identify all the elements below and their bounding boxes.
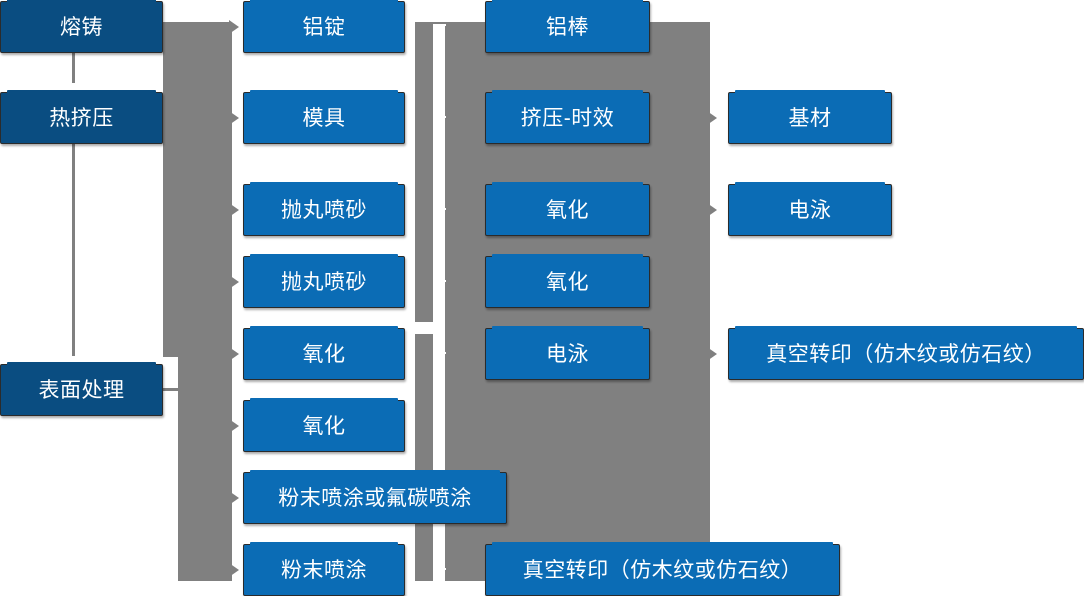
arrow-to-output-3 <box>707 347 717 361</box>
process-box-oxidation-2[interactable]: 氧化 <box>485 254 650 308</box>
process-box-electrophoresis[interactable]: 电泳 <box>485 326 650 380</box>
step-box-aluminium-ingot[interactable]: 铝锭 <box>243 0 405 53</box>
arrow-to-step-3 <box>229 203 239 217</box>
arrow-to-step-5 <box>229 347 239 361</box>
process-box-vacuum-transfer-print[interactable]: 真空转印（仿木纹或仿石纹） <box>485 542 840 596</box>
connector-left-notch <box>163 357 178 384</box>
process-box-aluminium-bar[interactable]: 铝棒 <box>485 0 650 53</box>
connector-spine-left-narrow <box>178 357 232 581</box>
process-box-extrusion-aging[interactable]: 挤压-时效 <box>485 90 650 144</box>
tick-mid-4 <box>433 280 446 282</box>
tick-mid-5 <box>433 352 446 354</box>
connector-spine-mid-rail <box>415 22 433 322</box>
step-box-powder-coating[interactable]: 粉末喷涂 <box>243 542 405 596</box>
tick-mid-1 <box>433 24 446 26</box>
connector-spine-right <box>690 22 710 581</box>
connector-mid-channel <box>433 26 445 116</box>
step-box-shot-blasting-2[interactable]: 抛丸喷砂 <box>243 254 405 308</box>
step-box-shot-blasting-1[interactable]: 抛丸喷砂 <box>243 182 405 236</box>
stage-box-casting[interactable]: 熔铸 <box>0 0 163 53</box>
connector-mid-channel-2 <box>433 118 445 208</box>
connector-mid-channel-5 <box>433 354 445 568</box>
step-box-oxidation-1[interactable]: 氧化 <box>243 326 405 380</box>
connector-spine-mid-rail-lower <box>415 334 433 581</box>
connector-mid-channel-4 <box>433 282 445 352</box>
arrow-to-step-8 <box>229 563 239 577</box>
connector-left-stub-surface <box>163 388 179 391</box>
connector-elbow-extrusion <box>72 144 75 356</box>
tick-mid-3 <box>433 208 446 210</box>
stage-box-surface-treatment[interactable]: 表面处理 <box>0 362 163 416</box>
connector-mid-channel-6 <box>433 570 445 596</box>
arrow-to-step-6 <box>229 419 239 433</box>
process-box-oxidation-1[interactable]: 氧化 <box>485 182 650 236</box>
connector-mid-channel-3 <box>433 210 445 280</box>
arrow-to-step-7 <box>229 491 239 505</box>
arrow-to-output-2 <box>707 203 717 217</box>
output-box-substrate[interactable]: 基材 <box>728 90 892 144</box>
output-box-vacuum-transfer-print[interactable]: 真空转印（仿木纹或仿石纹） <box>728 326 1084 380</box>
arrow-to-output-1 <box>707 111 717 125</box>
arrow-to-step-4 <box>229 275 239 289</box>
step-box-powder-or-pvdf-coating[interactable]: 粉末喷涂或氟碳喷涂 <box>243 470 507 524</box>
tick-mid-2 <box>433 116 446 118</box>
step-box-oxidation-2[interactable]: 氧化 <box>243 398 405 452</box>
arrow-to-step-1 <box>229 20 239 34</box>
tick-mid-6 <box>433 568 446 570</box>
stage-box-hot-extrusion[interactable]: 热挤压 <box>0 90 163 144</box>
connector-spine-left-wide <box>163 22 232 357</box>
step-box-mould[interactable]: 模具 <box>243 90 405 144</box>
arrow-to-step-2 <box>229 111 239 125</box>
output-box-electrophoresis[interactable]: 电泳 <box>728 182 892 236</box>
connector-elbow-casting <box>72 53 75 83</box>
